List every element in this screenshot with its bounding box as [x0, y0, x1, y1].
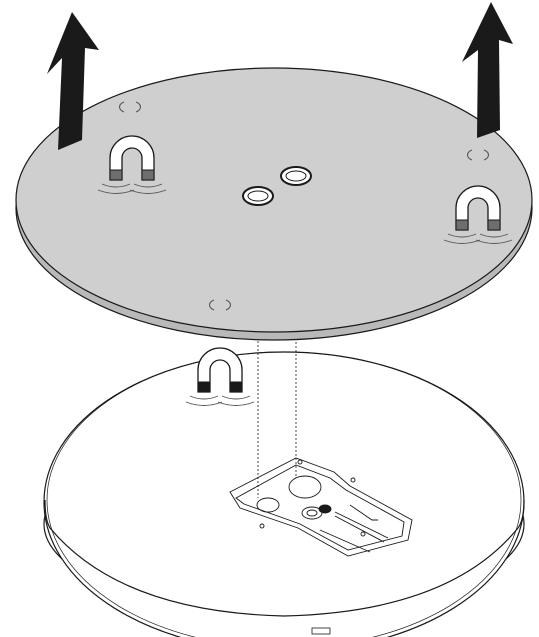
magnet-icon — [443, 185, 513, 244]
bracket-icon — [229, 457, 413, 557]
mount-hole-icon — [242, 166, 312, 206]
magnet-spot-markers — [118, 101, 490, 311]
arrow-up-icon — [47, 12, 99, 150]
base-foot — [311, 627, 331, 635]
magnet-icon — [97, 135, 167, 194]
arrow-up-icon — [462, 2, 513, 138]
magnet-icon — [185, 347, 255, 406]
top-plate — [15, 67, 533, 341]
